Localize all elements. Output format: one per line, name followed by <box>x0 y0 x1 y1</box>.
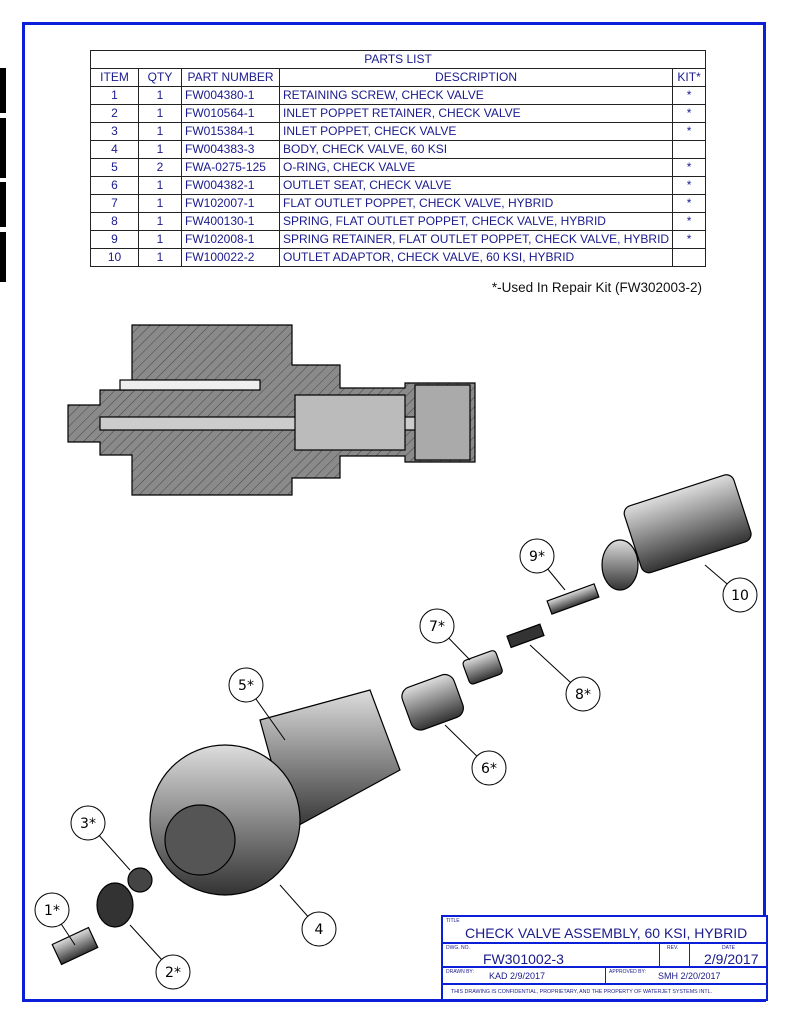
approved-by-label: APPROVED BY: <box>609 969 646 975</box>
drawn-by: KAD 2/9/2017 <box>489 971 546 981</box>
cell-kit <box>672 248 707 267</box>
balloon-circle <box>565 676 601 712</box>
outlet-seat-part <box>401 673 464 731</box>
balloon-label: 7* <box>429 619 445 635</box>
balloon-label: 5* <box>238 678 254 694</box>
balloon-label: 8* <box>575 687 591 703</box>
cell-part-number: FW010564-1 <box>181 104 280 123</box>
balloon-circle <box>34 892 70 928</box>
balloon-circle <box>155 954 191 990</box>
retaining-screw-part <box>51 926 99 966</box>
cell-description: OUTLET ADAPTOR, CHECK VALVE, 60 KSI, HYB… <box>278 248 674 267</box>
exploded-view <box>51 474 752 966</box>
callout-balloon: 2* <box>129 924 191 990</box>
title-label: TITLE <box>446 918 460 924</box>
cross-section-view <box>67 324 476 496</box>
balloon-circle <box>228 667 264 703</box>
balloon-label: 9* <box>529 549 545 565</box>
approved-by: SMH 2/20/2017 <box>658 971 721 981</box>
balloon-label: 3* <box>80 816 96 832</box>
confidentiality-notice: THIS DRAWING IS CONFIDENTIAL, PROPRIETAR… <box>451 989 713 995</box>
cell-part-number: FW100022-2 <box>181 248 280 267</box>
callout-balloon: 1* <box>34 892 76 946</box>
cell-description: OUTLET SEAT, CHECK VALVE <box>278 176 674 195</box>
cell-description: INLET POPPET RETAINER, CHECK VALVE <box>278 104 674 123</box>
rev-label: REV. <box>667 945 679 951</box>
callout-balloon: 8* <box>529 644 601 712</box>
balloon-circle <box>722 577 758 613</box>
callout-balloon: 3* <box>70 805 131 871</box>
balloon-label: 2* <box>165 965 181 981</box>
balloon-circle <box>471 750 507 786</box>
edge-mark <box>0 182 6 227</box>
edge-mark <box>0 232 6 282</box>
balloon-label: 1* <box>44 903 60 919</box>
balloon-circle <box>301 911 337 947</box>
spring-part <box>506 623 545 649</box>
cell-description: RETAINING SCREW, CHECK VALVE <box>278 86 674 105</box>
inlet-poppet-part <box>127 867 153 893</box>
spring-retainer-part <box>546 583 600 615</box>
balloon-label: 6* <box>481 761 497 777</box>
title-block: TITLE CHECK VALVE ASSEMBLY, 60 KSI, HYBR… <box>441 915 768 1001</box>
cell-description: O-RING, CHECK VALVE <box>278 158 674 177</box>
callout-balloon: 6* <box>444 724 507 786</box>
drawn-by-label: DRAWN BY: <box>446 969 474 975</box>
callout-balloon: 10 <box>704 564 758 613</box>
kit-note: *-Used In Repair Kit (FW302003-2) <box>491 280 702 295</box>
callout-balloon: 4 <box>279 884 337 947</box>
dwg-label: DWG. NO. <box>446 945 470 951</box>
callout-balloon: 9* <box>519 538 566 591</box>
balloon-circle <box>519 538 555 574</box>
cell-description: BODY, CHECK VALVE, 60 KSI <box>278 140 674 159</box>
outlet-poppet-part <box>462 650 503 685</box>
edge-mark <box>0 68 6 113</box>
body-part <box>149 689 401 896</box>
date-label: DATE <box>722 945 735 951</box>
col-description: DESCRIPTION <box>278 68 674 87</box>
drawing-title: CHECK VALVE ASSEMBLY, 60 KSI, HYBRID <box>465 925 748 941</box>
callout-balloon: 7* <box>419 608 471 661</box>
drawing-number: FW301002-3 <box>483 951 564 967</box>
col-item: ITEM <box>90 68 139 87</box>
balloon-circle <box>70 805 106 841</box>
balloon-label: 10 <box>731 588 749 604</box>
callout-balloon: 5* <box>228 667 286 741</box>
balloon-circle <box>419 608 455 644</box>
edge-mark <box>0 118 6 178</box>
inlet-poppet-retainer-part <box>96 882 134 928</box>
date: 2/9/2017 <box>704 951 759 967</box>
outlet-adaptor-part <box>601 474 752 591</box>
drawing-frame <box>22 22 766 1002</box>
parts-list-table: PARTS LIST ITEM QTY PART NUMBER DESCRIPT… <box>89 50 707 267</box>
cell-description: INLET POPPET, CHECK VALVE <box>278 122 674 141</box>
balloon-label: 4 <box>315 922 324 938</box>
